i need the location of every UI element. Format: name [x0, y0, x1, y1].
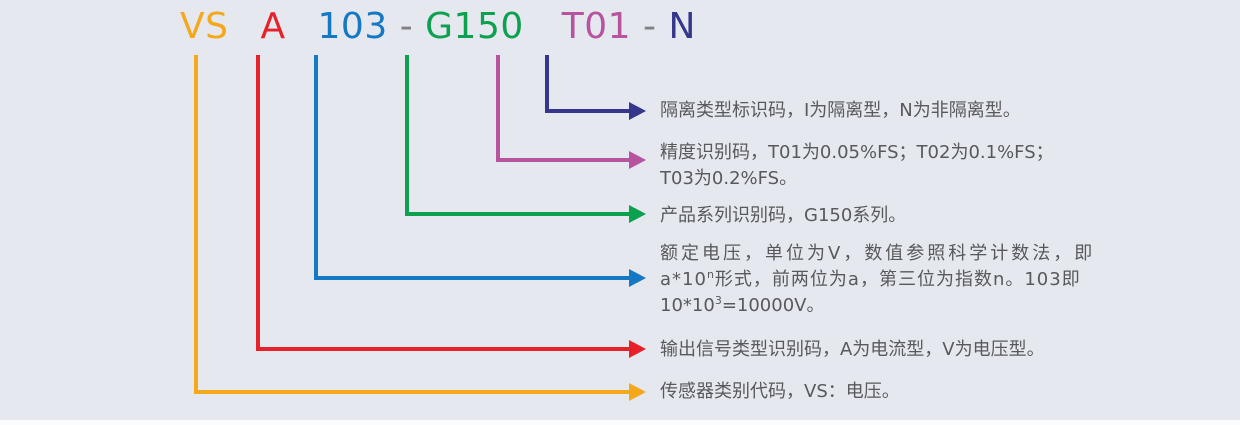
code-separator-2: - [642, 6, 657, 47]
connector-hline [256, 347, 629, 351]
callout-line: 输出信号类型识别码，A为电流型，V为电压型。 [660, 339, 1045, 360]
connector-vline [194, 55, 198, 394]
code-segment-t01: T01 [561, 6, 632, 47]
arrow-right-icon [629, 269, 646, 287]
callout-line: a*10n形式，前两位为a，第三位为指数n。103即 [660, 267, 1095, 293]
code-segment-g150: G150 [425, 6, 524, 47]
connector-hline [194, 390, 629, 394]
connector-hline [496, 158, 629, 162]
arrow-right-icon [629, 205, 646, 223]
superscript-run: n [706, 268, 715, 281]
callout-text-run: 额定电压，单位为V，数值参照科学计数法，即 [660, 243, 1096, 264]
connector-hline [545, 109, 629, 113]
code-segment-103: 103 [317, 6, 388, 47]
callout-t01: 精度识别码，T01为0.05%FS；T02为0.1%FS； T03为0.2%FS… [660, 140, 1054, 192]
callout-a: 输出信号类型识别码，A为电流型，V为电压型。 [660, 337, 1045, 363]
code-separator-1: - [399, 6, 414, 47]
code-segment-a: A [260, 6, 286, 47]
callout-g150: 产品系列识别码，G150系列。 [660, 203, 906, 229]
code-segment-n: N [668, 6, 696, 47]
arrow-right-icon [629, 340, 646, 358]
model-code: VS A 103 - G150 T01 - N [180, 6, 696, 47]
code-segment-vs: VS [180, 6, 229, 47]
connector-vline [545, 55, 549, 113]
connector-hline [405, 212, 629, 216]
callout-line: 产品系列识别码，G150系列。 [660, 205, 907, 226]
callout-103: 额定电压，单位为V，数值参照科学计数法，即 a*10n形式，前两位为a，第三位为… [660, 241, 1095, 319]
callout-line: 精度识别码，T01为0.05%FS；T02为0.1%FS； [660, 142, 1054, 163]
callout-line: 隔离类型标识码，I为隔离型，N为非隔离型。 [660, 100, 1021, 121]
callout-line: 额定电压，单位为V，数值参照科学计数法，即 [660, 241, 1095, 267]
arrow-right-icon [629, 151, 646, 169]
callout-n: 隔离类型标识码，I为隔离型，N为非隔离型。 [660, 98, 1021, 124]
callout-line: T03为0.2%FS。 [660, 168, 798, 189]
callout-text-run: =10000V。 [721, 295, 825, 316]
arrow-right-icon [629, 102, 646, 120]
connector-vline [405, 55, 409, 216]
connector-vline [256, 55, 260, 351]
superscript-run: 3 [714, 294, 722, 307]
connector-vline [496, 55, 500, 162]
bottom-edge-strip [0, 420, 1240, 425]
callout-text-run: 形式，前两位为a，第三位为指数n。103即 [714, 269, 1081, 290]
callout-text-run: 10*10 [660, 295, 715, 316]
callout-vs: 传感器类别代码，VS：电压。 [660, 379, 900, 405]
connector-hline [314, 276, 629, 280]
arrow-right-icon [629, 383, 646, 401]
callout-line: 10*103=10000V。 [660, 293, 1095, 319]
callout-line: 传感器类别代码，VS：电压。 [660, 381, 900, 402]
callout-text-run: a*10 [660, 269, 707, 290]
connector-vline [314, 55, 318, 280]
